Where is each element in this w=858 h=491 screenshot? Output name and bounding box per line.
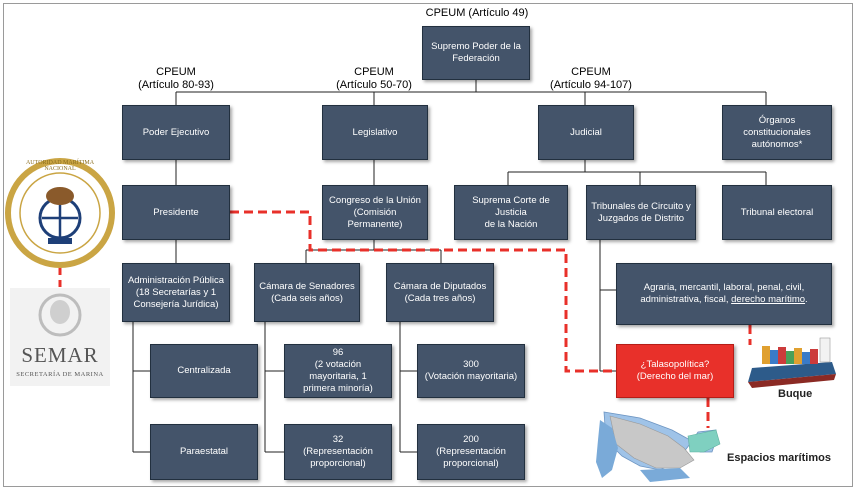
semar-emblem — [10, 288, 110, 386]
seal-ring-text: AUTORIDAD MARÍTIMA NACIONAL — [25, 160, 95, 172]
semar-subtitle: SECRETARÍA DE MARINA — [16, 371, 104, 378]
box-centralizada: Centralizada — [150, 344, 258, 398]
box-diputados-200: 200 (Representación proporcional) — [417, 424, 525, 480]
box-poder-ejecutivo: Poder Ejecutivo — [122, 105, 230, 160]
box-camara-senadores: Cámara de Senadores (Cada seis años) — [254, 263, 360, 322]
maritime-zones-map — [596, 411, 721, 482]
box-talasopolitica: ¿Talasopolítica? (Derecho del mar) — [616, 344, 734, 398]
box-presidente: Presidente — [122, 185, 230, 240]
autoridad-maritima-seal — [5, 158, 115, 268]
box-materias: Agraria, mercantil, laboral, penal, civi… — [616, 263, 832, 325]
header-cpeum-80-93: CPEUM (Artículo 80-93) — [138, 66, 214, 91]
box-organos-autonomos: Órganos constitucionales autónomos* — [722, 105, 832, 160]
box-judicial: Judicial — [538, 105, 634, 160]
box-administracion-publica: Administración Pública (18 Secretarías y… — [122, 263, 230, 322]
derecho-maritimo-link: derecho marítimo — [731, 294, 806, 305]
box-tribunal-electoral: Tribunal electoral — [722, 185, 832, 240]
ship-image — [748, 337, 836, 388]
box-senadores-96: 96 (2 votación mayoritaria, 1 primera mi… — [284, 344, 392, 398]
caption-buque: Buque — [778, 388, 813, 400]
semar-wordmark: SEMAR — [21, 343, 99, 367]
box-diputados-300: 300 (Votación mayoritaria) — [417, 344, 525, 398]
box-supremo-poder: Supremo Poder de la Federación — [422, 26, 530, 80]
box-suprema-corte: Suprema Corte de Justicia de la Nación — [454, 185, 568, 240]
box-senadores-32: 32 (Representación proporcional) — [284, 424, 392, 480]
header-cpeum-50-70: CPEUM (Artículo 50-70) — [336, 66, 412, 91]
header-cpeum-94-107: CPEUM (Artículo 94-107) — [550, 66, 632, 91]
box-paraestatal: Paraestatal — [150, 424, 258, 480]
box-tribunales-circuito: Tribunales de Circuito y Juzgados de Dis… — [586, 185, 696, 240]
caption-espacios-maritimos: Espacios marítimos — [727, 452, 831, 464]
diagram-frame — [3, 3, 853, 487]
box-camara-diputados: Cámara de Diputados (Cada tres años) — [386, 263, 494, 322]
box-congreso-union: Congreso de la Unión (Comisión Permanent… — [322, 185, 428, 240]
header-cpeum-49: CPEUM (Artículo 49) — [425, 7, 529, 19]
materias-text: Agraria, mercantil, laboral, penal, civi… — [640, 282, 808, 305]
box-legislativo: Legislativo — [322, 105, 428, 160]
